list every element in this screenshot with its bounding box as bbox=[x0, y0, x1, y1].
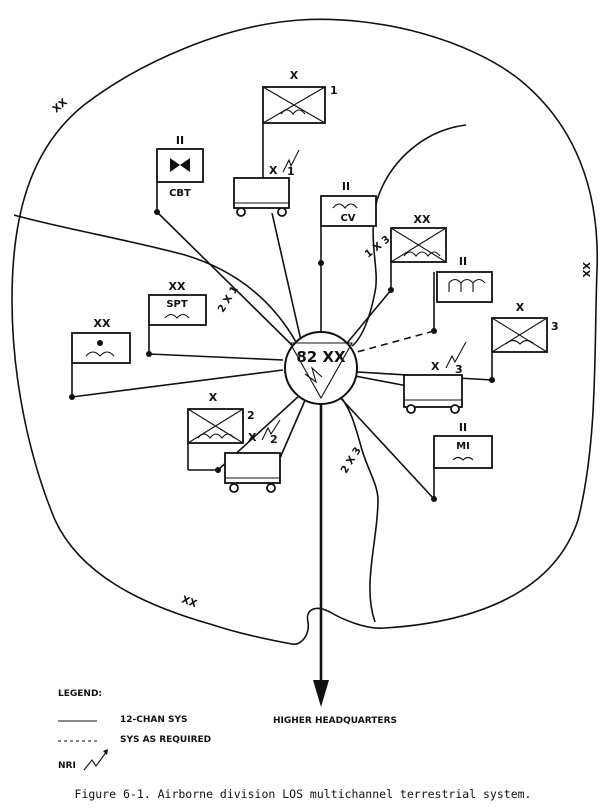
unit-mi[interactable]: II MI bbox=[433, 421, 493, 499]
unit-right-brigade-echelon: X bbox=[516, 301, 525, 314]
shelter-right-echelon: X bbox=[431, 360, 440, 373]
shelter-right-number: 3 bbox=[455, 363, 463, 376]
unit-cv-echelon: II bbox=[342, 180, 350, 193]
legend-item-12-chan: 12-CHAN SYS bbox=[120, 715, 188, 725]
shelter-right-box bbox=[403, 374, 463, 408]
unit-right-ii-echelon: II bbox=[459, 255, 467, 268]
brigade-boundary-bottom bbox=[335, 391, 379, 623]
link-label-2x1: 2 X 1 bbox=[216, 284, 241, 314]
cv-arc-icon bbox=[332, 203, 358, 209]
engineer-icon bbox=[448, 278, 486, 292]
unit-cv-box bbox=[320, 195, 377, 227]
link-mi bbox=[334, 391, 435, 500]
hub-triangle-icon bbox=[289, 342, 353, 400]
bowtie-icon bbox=[170, 158, 190, 172]
unit-left-brigade-echelon: X bbox=[209, 391, 218, 404]
brigade-boundary-left bbox=[13, 214, 297, 343]
hub-nri-icon bbox=[304, 366, 323, 384]
nri-icon bbox=[83, 750, 108, 771]
boundary-label-upper-left: XX bbox=[51, 97, 70, 116]
unit-right-xx-echelon: XX bbox=[414, 213, 431, 226]
unit-right-ii[interactable]: II bbox=[433, 255, 493, 331]
shelter-left-nri-icon bbox=[261, 419, 281, 441]
links bbox=[71, 211, 493, 707]
legend-item-nri: NRI bbox=[58, 761, 76, 771]
link-right-ii-dashed bbox=[345, 330, 435, 356]
unit-spt-echelon: XX bbox=[169, 280, 186, 293]
link-right-xx bbox=[342, 289, 392, 349]
unit-left-xx-echelon: XX bbox=[94, 317, 111, 330]
shelter-right-nri-icon bbox=[445, 341, 467, 369]
infantry-cross-icon bbox=[390, 227, 447, 263]
division-boundary bbox=[11, 18, 599, 646]
link-left-shelter-upper bbox=[279, 397, 307, 459]
unit-spt-label: SPT bbox=[166, 299, 188, 310]
link-top-shelter bbox=[271, 212, 303, 346]
unit-right-brigade[interactable]: X 3 bbox=[491, 301, 559, 380]
hub-label: 82 XX bbox=[296, 348, 346, 366]
airborne-arc-icon bbox=[164, 313, 190, 319]
shelter-top-nri-icon bbox=[282, 149, 300, 173]
legend: LEGEND: 12-CHAN SYS SYS AS REQUIRED NRI bbox=[58, 689, 211, 771]
unit-cbt-echelon: II bbox=[176, 134, 184, 147]
link-label-1x3: 1 X 3 bbox=[363, 234, 392, 260]
shelter-top-number: 1 bbox=[287, 165, 295, 178]
unit-right-xx[interactable]: XX bbox=[390, 213, 447, 290]
link-cbt bbox=[156, 211, 300, 353]
unit-left-brigade[interactable]: X 2 bbox=[187, 391, 255, 471]
link-label-2x3: 2 X 3 bbox=[339, 445, 364, 475]
shelter-top-echelon: X bbox=[269, 164, 278, 177]
unit-top-brigade-number: 1 bbox=[330, 84, 338, 97]
higher-headquarters-label: HIGHER HEADQUARTERS bbox=[273, 716, 397, 726]
airborne-arc-icon bbox=[505, 339, 535, 345]
figure-caption: Figure 6-1. Airborne division LOS multic… bbox=[75, 787, 532, 801]
infantry-cross-icon bbox=[262, 86, 326, 124]
boundary-label-right: XX bbox=[580, 262, 591, 278]
unit-cv[interactable]: II CV bbox=[320, 180, 377, 263]
unit-mi-box bbox=[433, 435, 493, 469]
hq-dot-icon bbox=[97, 340, 103, 346]
unit-cv-label: CV bbox=[340, 213, 355, 224]
airborne-arc-icon bbox=[197, 433, 235, 439]
unit-right-ii-box bbox=[436, 271, 493, 303]
hub-circle bbox=[284, 331, 358, 405]
unit-cbt-label: CBT bbox=[169, 188, 191, 199]
link-left-xx bbox=[71, 369, 284, 398]
arrowhead-icon bbox=[313, 680, 329, 707]
unit-spt-box bbox=[148, 294, 207, 326]
unit-cbt-box bbox=[156, 148, 204, 183]
airborne-arc-icon bbox=[280, 109, 306, 115]
unit-cbt[interactable]: II CBT bbox=[156, 134, 204, 212]
unit-left-brigade-number: 2 bbox=[247, 409, 255, 422]
airborne-arc-icon bbox=[452, 456, 474, 461]
unit-mi-label: MI bbox=[456, 441, 470, 452]
link-spt bbox=[148, 353, 284, 361]
shelter-left[interactable]: X 2 bbox=[224, 419, 281, 493]
unit-right-brigade-number: 3 bbox=[551, 320, 559, 333]
legend-item-as-required: SYS AS REQUIRED bbox=[120, 735, 211, 745]
shelter-left-number: 2 bbox=[270, 433, 278, 446]
shelter-left-echelon: X bbox=[248, 431, 257, 444]
airborne-arc-icon bbox=[403, 251, 441, 257]
airborne-arc-icon bbox=[85, 351, 115, 357]
legend-title: LEGEND: bbox=[58, 689, 102, 699]
boundary-label-bottom: XX bbox=[180, 594, 199, 610]
unit-mi-echelon: II bbox=[459, 421, 467, 434]
division-hub[interactable]: 82 XX bbox=[284, 331, 358, 405]
unit-top-brigade[interactable]: X 1 bbox=[262, 69, 338, 178]
shelter-right[interactable]: X 3 bbox=[403, 341, 467, 414]
unit-spt[interactable]: XX SPT bbox=[148, 280, 207, 354]
unit-top-brigade-echelon: X bbox=[290, 69, 299, 82]
unit-left-xx-box bbox=[71, 332, 131, 364]
shelter-top[interactable]: X 1 bbox=[233, 149, 300, 217]
infantry-cross-icon bbox=[491, 317, 548, 353]
unit-left-xx[interactable]: XX bbox=[71, 317, 131, 397]
